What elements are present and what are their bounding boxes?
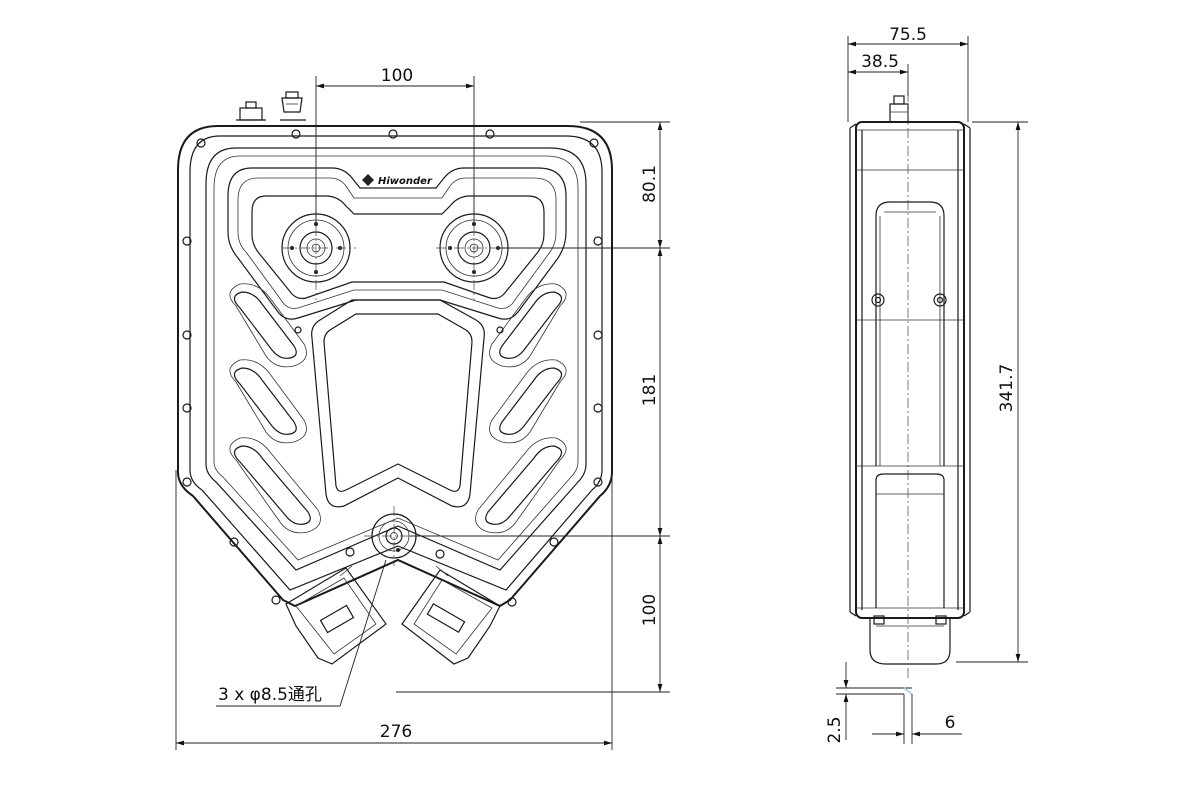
brand-name: Hiwonder	[378, 176, 433, 187]
dim-hole-note: 3 x φ8.5通孔	[218, 685, 322, 705]
dim-detail-small: 2.5	[825, 716, 845, 743]
side-dimensions: 75.5 38.5 341.7 2.5 6	[825, 25, 1028, 744]
center-channel-outer	[311, 299, 485, 508]
perimeter-bolts	[182, 129, 603, 607]
brand-logo-icon	[362, 174, 374, 186]
dim-side-height: 341.7	[997, 364, 1017, 413]
top-channel-outer	[227, 167, 567, 320]
side-lower-pocket	[875, 473, 945, 608]
side-view	[849, 92, 971, 680]
dim-middle-height: 181	[640, 374, 660, 406]
center-channel-inner	[323, 313, 473, 492]
dim-side-half-depth: 38.5	[861, 52, 899, 72]
front-dimensions: 100 276 80.1 181 100 3 x φ8.5通孔	[175, 66, 670, 750]
front-view: Hiwonder	[177, 91, 613, 665]
top-channel-inner	[251, 195, 545, 300]
dim-top-height: 80.1	[640, 165, 660, 203]
right-cable-module	[401, 565, 501, 665]
dim-bottom-height: 100	[640, 594, 660, 626]
detail-dimension: 2.5 6	[825, 662, 962, 744]
brand-logo: Hiwonder	[362, 174, 433, 187]
left-cable-module	[285, 565, 387, 665]
front-outer-outline	[177, 125, 613, 608]
side-bottom-module	[869, 615, 951, 665]
top-connectors	[236, 91, 306, 121]
right-finger-channels	[475, 283, 567, 534]
dim-side-depth: 75.5	[889, 25, 927, 45]
lid-plate-inner	[213, 155, 579, 561]
side-top-connector	[889, 95, 909, 123]
lid-plate-outline	[205, 147, 587, 571]
front-outer-inner-line	[189, 135, 603, 591]
dim-top-spacing: 100	[381, 66, 413, 86]
dim-detail-width: 6	[945, 713, 956, 733]
side-upper-pocket	[875, 201, 945, 466]
dim-total-width: 276	[380, 722, 412, 742]
side-body	[855, 121, 965, 619]
top-channel-mid	[237, 177, 557, 309]
left-finger-channels	[229, 283, 321, 534]
